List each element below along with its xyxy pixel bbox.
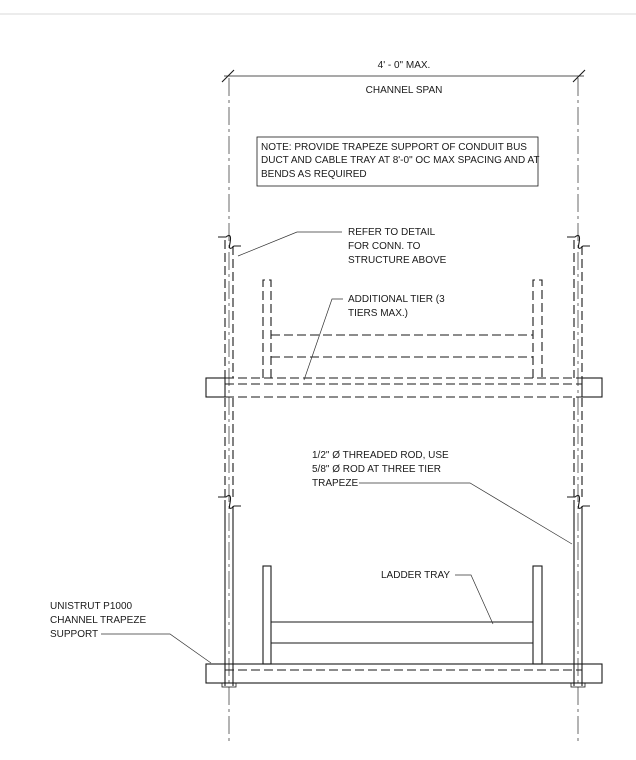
rod-nut-left <box>221 682 237 688</box>
threaded-rod-line-1: 1/2" Ø THREADED ROD, USE <box>312 450 449 461</box>
ladder-tray-rail-right <box>532 565 543 665</box>
channel-support-line-3: SUPPORT <box>50 629 98 640</box>
channel-support-line-2: CHANNEL TRAPEZE <box>50 615 146 626</box>
callout-threaded-rod: 1/2" Ø THREADED ROD, USE 5/8" Ø ROD AT T… <box>312 450 573 545</box>
ladder-tray-rail-left <box>262 565 272 665</box>
callout-ladder-tray: LADDER TRAY <box>381 570 494 625</box>
channel-support-line-1: UNISTRUT P1000 <box>50 601 133 612</box>
refer-detail-line-2: FOR CONN. TO <box>348 241 421 252</box>
dimension-label: CHANNEL SPAN <box>366 85 443 96</box>
note-line-1: NOTE: PROVIDE TRAPEZE SUPPORT OF CONDUIT… <box>261 142 527 153</box>
threaded-rod-line-2: 5/8" Ø ROD AT THREE TIER <box>312 464 441 475</box>
rod-break-left-mid <box>218 494 241 509</box>
ladder-tray-leader <box>455 574 494 625</box>
rod-nut-right <box>570 682 586 688</box>
upper-tray-rail-right <box>532 279 543 378</box>
additional-tier-hidden <box>205 279 603 398</box>
upper-channel-end-right <box>581 377 603 398</box>
callout-channel-support: UNISTRUT P1000 CHANNEL TRAPEZE SUPPORT <box>50 601 212 664</box>
threaded-rod-line-3: TRAPEZE <box>312 478 358 489</box>
dimension-value: 4' - 0" MAX. <box>378 60 431 71</box>
dimension-tick-right <box>572 69 586 83</box>
channel-support-leader <box>101 633 212 664</box>
additional-tier-leader <box>303 298 343 381</box>
callout-refer-detail: REFER TO DETAIL FOR CONN. TO STRUCTURE A… <box>237 227 447 266</box>
upper-channel-end-left <box>205 377 226 398</box>
lower-tier <box>205 500 603 688</box>
unistrut-channel <box>205 663 603 684</box>
refer-detail-leader <box>237 231 342 257</box>
refer-detail-line-3: STRUCTURE ABOVE <box>348 255 447 266</box>
upper-rods-hidden <box>218 234 590 509</box>
threaded-rod-leader <box>359 482 573 545</box>
ladder-tray-label: LADDER TRAY <box>381 570 450 581</box>
callout-additional-tier: ADDITIONAL TIER (3 TIERS MAX.) <box>303 294 445 381</box>
additional-tier-line-1: ADDITIONAL TIER (3 <box>348 294 445 305</box>
note-frame <box>256 136 539 187</box>
dimension-tick-left <box>221 69 235 83</box>
note-box: NOTE: PROVIDE TRAPEZE SUPPORT OF CONDUIT… <box>256 136 540 187</box>
refer-detail-line-1: REFER TO DETAIL <box>348 227 436 238</box>
span-dimension: 4' - 0" MAX. CHANNEL SPAN <box>221 60 586 96</box>
rod-break-right-top <box>567 234 590 249</box>
upper-tray-rail-left <box>262 279 272 378</box>
rod-break-right-mid <box>567 494 590 509</box>
rod-break-left-top <box>218 234 241 249</box>
note-line-2: DUCT AND CABLE TRAY AT 8'-0" OC MAX SPAC… <box>261 155 540 166</box>
note-line-3: BENDS AS REQUIRED <box>261 169 367 180</box>
additional-tier-line-2: TIERS MAX.) <box>348 308 408 319</box>
